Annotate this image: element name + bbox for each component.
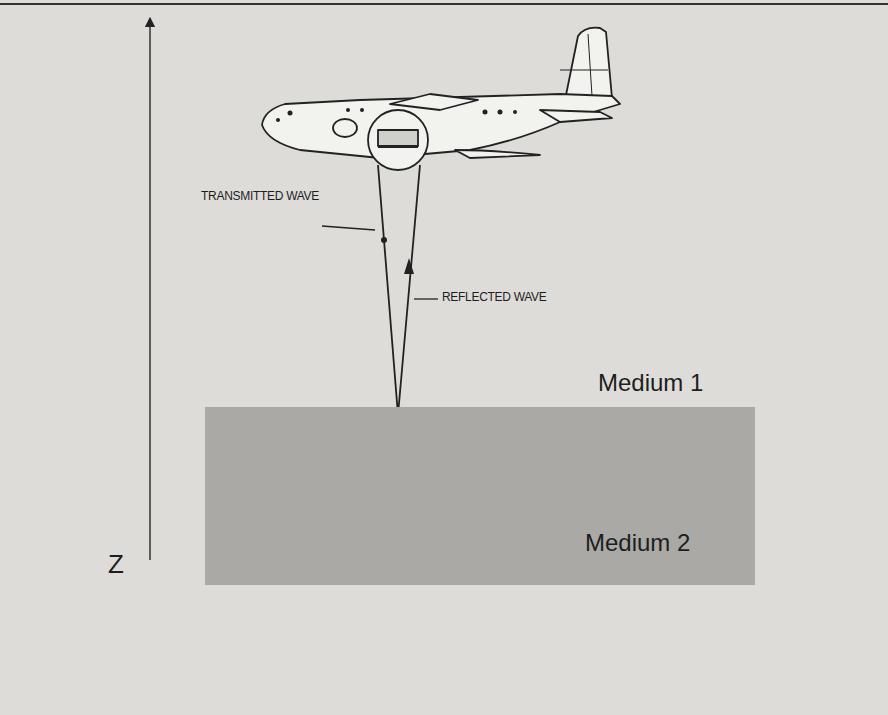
transmitted-beam	[378, 165, 398, 415]
tail-fin	[565, 28, 612, 100]
wing	[390, 94, 478, 110]
page-rule	[0, 3, 888, 5]
reflected-beam	[398, 165, 420, 415]
tailplane	[540, 110, 612, 122]
medium-band: Medium 2	[205, 407, 755, 585]
transmitted-marker	[381, 237, 387, 243]
ramp	[455, 150, 540, 158]
airplane	[262, 28, 620, 170]
fuselage	[262, 94, 620, 158]
leader-line	[322, 226, 375, 230]
axis-label: Z	[108, 550, 124, 579]
reflected-arrowhead	[404, 258, 414, 274]
fin-line	[560, 70, 608, 71]
z-axis	[149, 22, 151, 560]
radome	[368, 110, 428, 170]
wave-label: REFLECTED WAVE	[442, 291, 546, 304]
rudder-line	[588, 34, 592, 96]
leader-line	[414, 298, 438, 299]
antenna	[378, 130, 418, 146]
windows	[276, 108, 517, 122]
antenna-base	[378, 146, 418, 148]
wave-label: TRANSMITTED WAVE	[200, 190, 320, 203]
region-label: Medium 2	[585, 529, 690, 557]
region-label: Medium 1	[598, 370, 703, 396]
wheel-fairing	[333, 119, 357, 137]
